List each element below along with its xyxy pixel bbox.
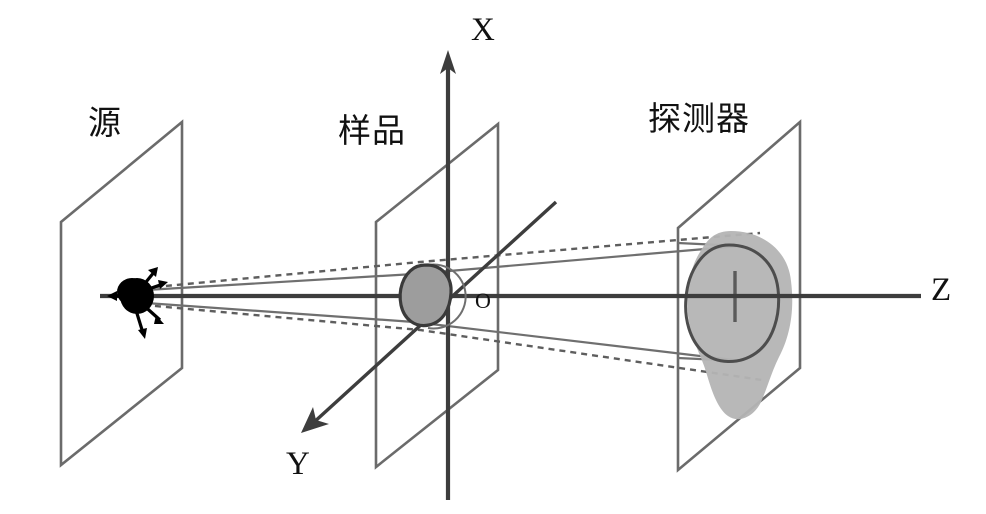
label-source: 源	[88, 103, 122, 142]
umbra-region	[684, 243, 781, 363]
label-detector: 探测器	[648, 99, 750, 138]
penumbra-region	[687, 231, 793, 420]
label-origin: O	[475, 288, 491, 313]
y-axis-arrowhead	[301, 407, 329, 433]
source-plane	[59, 119, 184, 468]
x-axis-arrowhead	[440, 50, 456, 74]
origin-angle-arc	[423, 263, 467, 330]
label-sample: 样品	[338, 111, 406, 150]
sample-object	[398, 263, 453, 328]
penumbra-ray-lower	[143, 303, 763, 382]
detector-plane	[676, 119, 802, 473]
point-source	[107, 267, 168, 339]
label-axis-y: Y	[286, 446, 310, 482]
label-axis-x: X	[471, 12, 495, 48]
penumbra-ray-upper	[143, 231, 761, 290]
sample-plane	[374, 121, 500, 470]
label-axis-z: Z	[931, 272, 952, 308]
